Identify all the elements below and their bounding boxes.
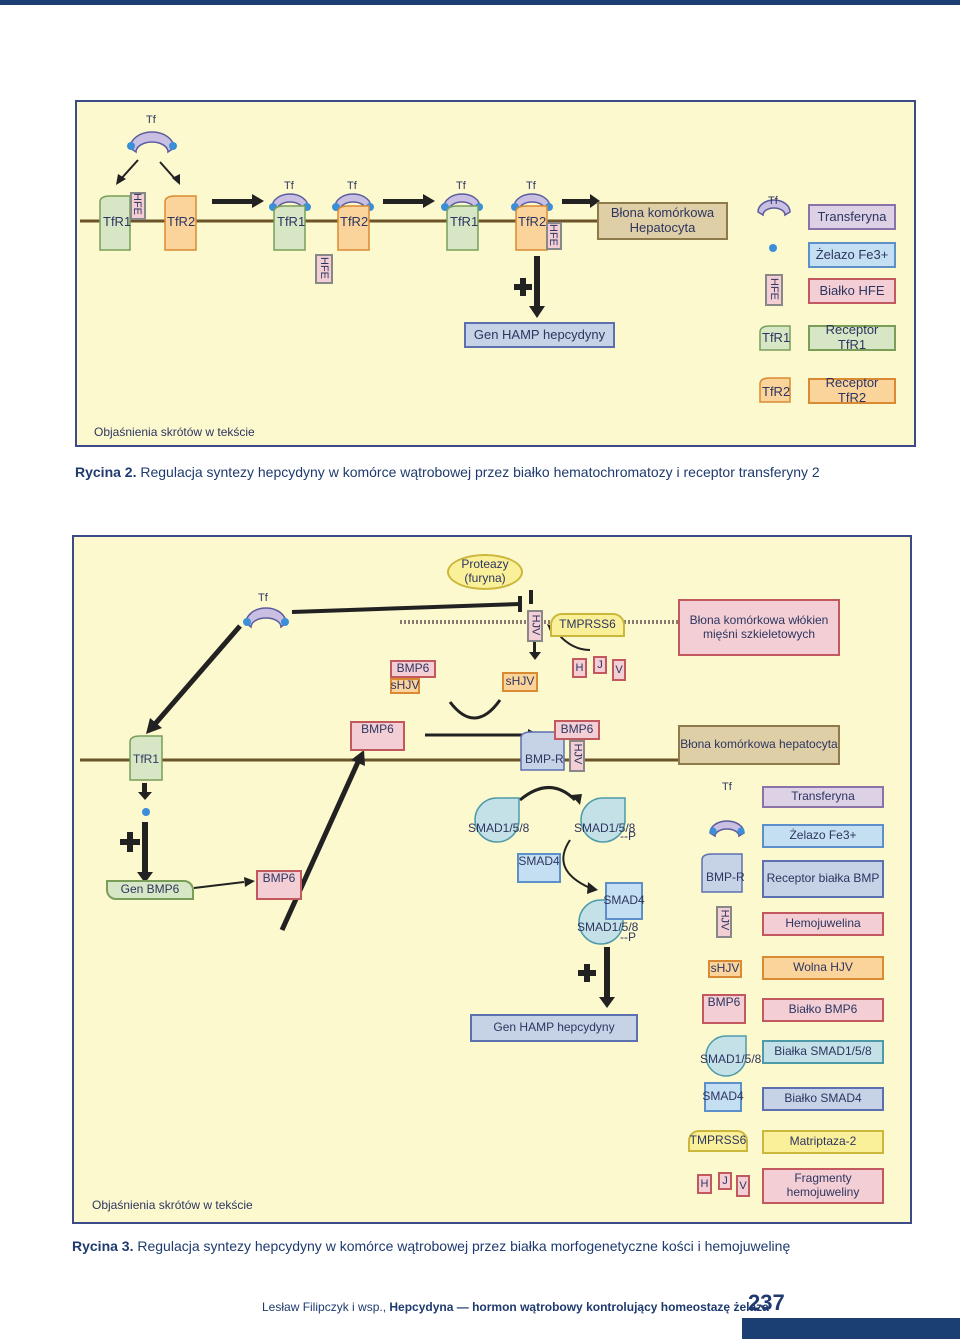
legend-bmp6-symbol: BMP6 [702, 994, 746, 1024]
muscle-membrane-box: Błona komórkowa włókien mięśni szkieleto… [678, 599, 840, 656]
figure-2-footnote: Objaśnienia skrótów w tekście [94, 425, 255, 439]
tfr1-label: TfR1 [450, 214, 479, 229]
legend-tf-symbol: Tf [768, 195, 778, 207]
tf-label: Tf [456, 180, 466, 192]
smad4-complex: SMAD4 [603, 882, 645, 920]
legend-shjv-symbol: sHJV [708, 960, 742, 978]
hamp-gene-box: Gen HAMP hepcydyny [470, 1014, 638, 1042]
tf-label: Tf [284, 180, 294, 192]
bmp6-complex: BMP6 [390, 660, 436, 678]
legend-hfe-symbol [765, 274, 783, 306]
fragment-h: H [572, 658, 587, 678]
tf-label: Tf [347, 180, 357, 192]
figure-2-caption-text: Regulacja syntezy hepcydyny w komórce wą… [136, 464, 820, 480]
footer-title: Hepcydyna — hormon wątrobowy kontrolując… [389, 1300, 769, 1314]
legend-hjv-symbol-label: HJV [718, 909, 731, 931]
hepatocyte-membrane-box: Błona komórkowa Hepatocyta [597, 202, 728, 240]
legend-tmprss6-symbol: TMPRSS6 [688, 1130, 748, 1152]
bmp6-bound: BMP6 [554, 720, 600, 740]
hjv-hepatocyte [569, 740, 585, 772]
proteases-furin: Proteazy (furyna) [447, 554, 523, 590]
legend-fragment-j: J [718, 1172, 732, 1190]
legend-bmp-receptor: Receptor białka BMP [762, 860, 884, 898]
figure-3-caption: Rycina 3. Regulacja syntezy hepcydyny w … [72, 1238, 790, 1254]
gen-bmp6-label: Gen BMP6 [120, 882, 180, 897]
fragment-v: V [612, 659, 626, 681]
tfr1-label: TfR1 [103, 214, 132, 229]
hjv-label: HJV [529, 614, 542, 636]
hfe-protein [546, 222, 562, 250]
legend-iron: Żelazo Fe3+ [762, 824, 884, 848]
figure-3-caption-bold: Rycina 3. [72, 1238, 134, 1254]
legend-fragment-h: H [697, 1174, 712, 1194]
legend-bmpr-symbol: BMP-R [706, 870, 745, 884]
top-bar [0, 0, 960, 5]
hfe-protein [315, 254, 333, 284]
legend-matriptase: Matriptaza-2 [762, 1130, 884, 1154]
smad158-label: SMAD1/5/8 [574, 821, 636, 835]
gen-bmp6-box: Gen BMP6 [106, 880, 194, 900]
hjv-label: HJV [571, 743, 584, 765]
smad4-box: SMAD4 [517, 853, 561, 883]
legend-transferrin: Transferyna [808, 204, 896, 230]
figure-3-footnote: Objaśnienia skrótów w tekście [92, 1198, 253, 1212]
figure-2-caption-bold: Rycina 2. [75, 464, 137, 480]
phosphate-p: P [628, 930, 637, 944]
legend-tfr2-symbol: TfR2 [762, 384, 791, 399]
phosphate-label: --P [620, 829, 637, 843]
tfr2-label: TfR2 [340, 214, 369, 229]
legend-transferrin: Transferyna [762, 786, 884, 808]
legend-hfe-protein: Białko HFE [808, 278, 896, 304]
tfr2-label: TfR2 [167, 214, 196, 229]
hamp-gene-label: Gen HAMP hepcydyny [473, 326, 606, 342]
shjv-complex: sHJV [390, 678, 420, 694]
bmpr-label: BMP-R [525, 752, 564, 766]
phosphate-label: --P [620, 930, 637, 944]
legend-tfr2-receptor: Receptor TfR2 [808, 375, 896, 405]
smad158-label: SMAD1/5/8 [577, 920, 639, 934]
hjv-membrane [527, 610, 543, 642]
footer-authors: Lesław Filipczyk i wsp., [262, 1300, 387, 1314]
legend-hjv-symbol [716, 906, 732, 938]
page-number-accent [742, 1318, 960, 1339]
legend-fragment-v: V [736, 1175, 750, 1197]
tmprss6-box: TMPRSS6 [550, 613, 625, 637]
bmp6-free: BMP6 [350, 721, 405, 751]
page-number: 237 [748, 1290, 785, 1315]
tf-label: Tf [146, 114, 156, 126]
legend-hemojuvelin: Hemojuwelina [762, 912, 884, 936]
figure-2-graphics [80, 131, 791, 403]
hepatocyte-membrane-box: Błona komórkowa hepatocyta [678, 725, 840, 765]
legend-tfr1-symbol: TfR1 [762, 330, 791, 345]
legend-smad158-symbol: SMAD1/5/8 [700, 1052, 762, 1066]
tfr1-label: TfR1 [133, 752, 160, 766]
tf-label: Tf [258, 592, 268, 604]
shjv-free: sHJV [502, 672, 538, 692]
legend-smad4-symbol: SMAD4 [702, 1082, 744, 1112]
tfr1-label: TfR1 [277, 214, 306, 229]
legend-smad4-protein: Białko SMAD4 [762, 1087, 884, 1111]
legend-iron: Żelazo Fe3+ [808, 242, 896, 268]
page-footer: Lesław Filipczyk i wsp., Hepcydyna — hor… [262, 1300, 769, 1314]
hfe-protein [130, 192, 146, 220]
figure-2-caption: Rycina 2. Regulacja syntezy hepcydyny w … [75, 464, 820, 480]
legend-tf-symbol: Tf [722, 781, 732, 793]
bmp6-produced: BMP6 [256, 870, 302, 900]
tfr2-label: TfR2 [518, 214, 547, 229]
phosphate-p: P [628, 829, 637, 843]
fragment-j: J [593, 656, 607, 674]
legend-hjv-fragments: Fragmenty hemojuweliny [762, 1168, 884, 1204]
smad158-label: SMAD1/5/8 [468, 821, 530, 835]
figure-3-caption-text: Regulacja syntezy hepcydyny w komórce wą… [133, 1238, 791, 1254]
hamp-gene-box: Gen HAMP hepcydyny [464, 322, 615, 348]
legend-bmp6-protein: Białko BMP6 [762, 998, 884, 1022]
legend-tfr1-receptor: Receptor TfR1 [808, 322, 896, 352]
legend-free-hjv: Wolna HJV [762, 956, 884, 980]
tf-label: Tf [526, 180, 536, 192]
legend-smad158-proteins: Białka SMAD1/5/8 [762, 1040, 884, 1064]
